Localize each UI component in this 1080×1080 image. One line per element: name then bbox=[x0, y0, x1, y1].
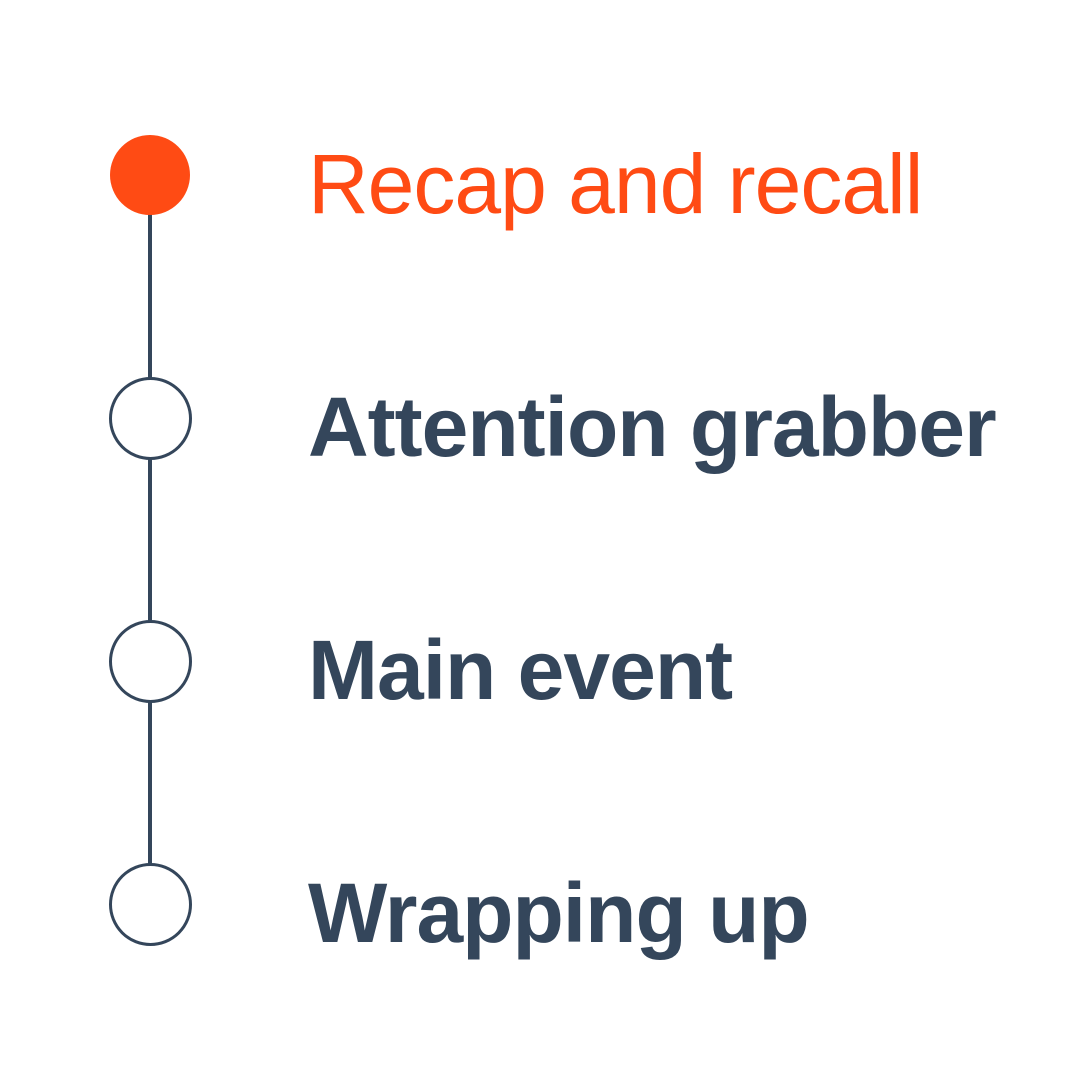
step-marker[interactable] bbox=[109, 377, 192, 460]
step-label-main-event[interactable]: Main event bbox=[308, 623, 733, 717]
step-marker[interactable] bbox=[109, 620, 192, 703]
step-marker-active[interactable] bbox=[110, 135, 190, 215]
step-label-recap[interactable]: Recap and recall bbox=[308, 137, 923, 231]
step-label-wrapping-up[interactable]: Wrapping up bbox=[308, 866, 810, 960]
connector-line bbox=[148, 210, 152, 870]
step-label-attention[interactable]: Attention grabber bbox=[308, 380, 997, 474]
step-marker[interactable] bbox=[109, 863, 192, 946]
